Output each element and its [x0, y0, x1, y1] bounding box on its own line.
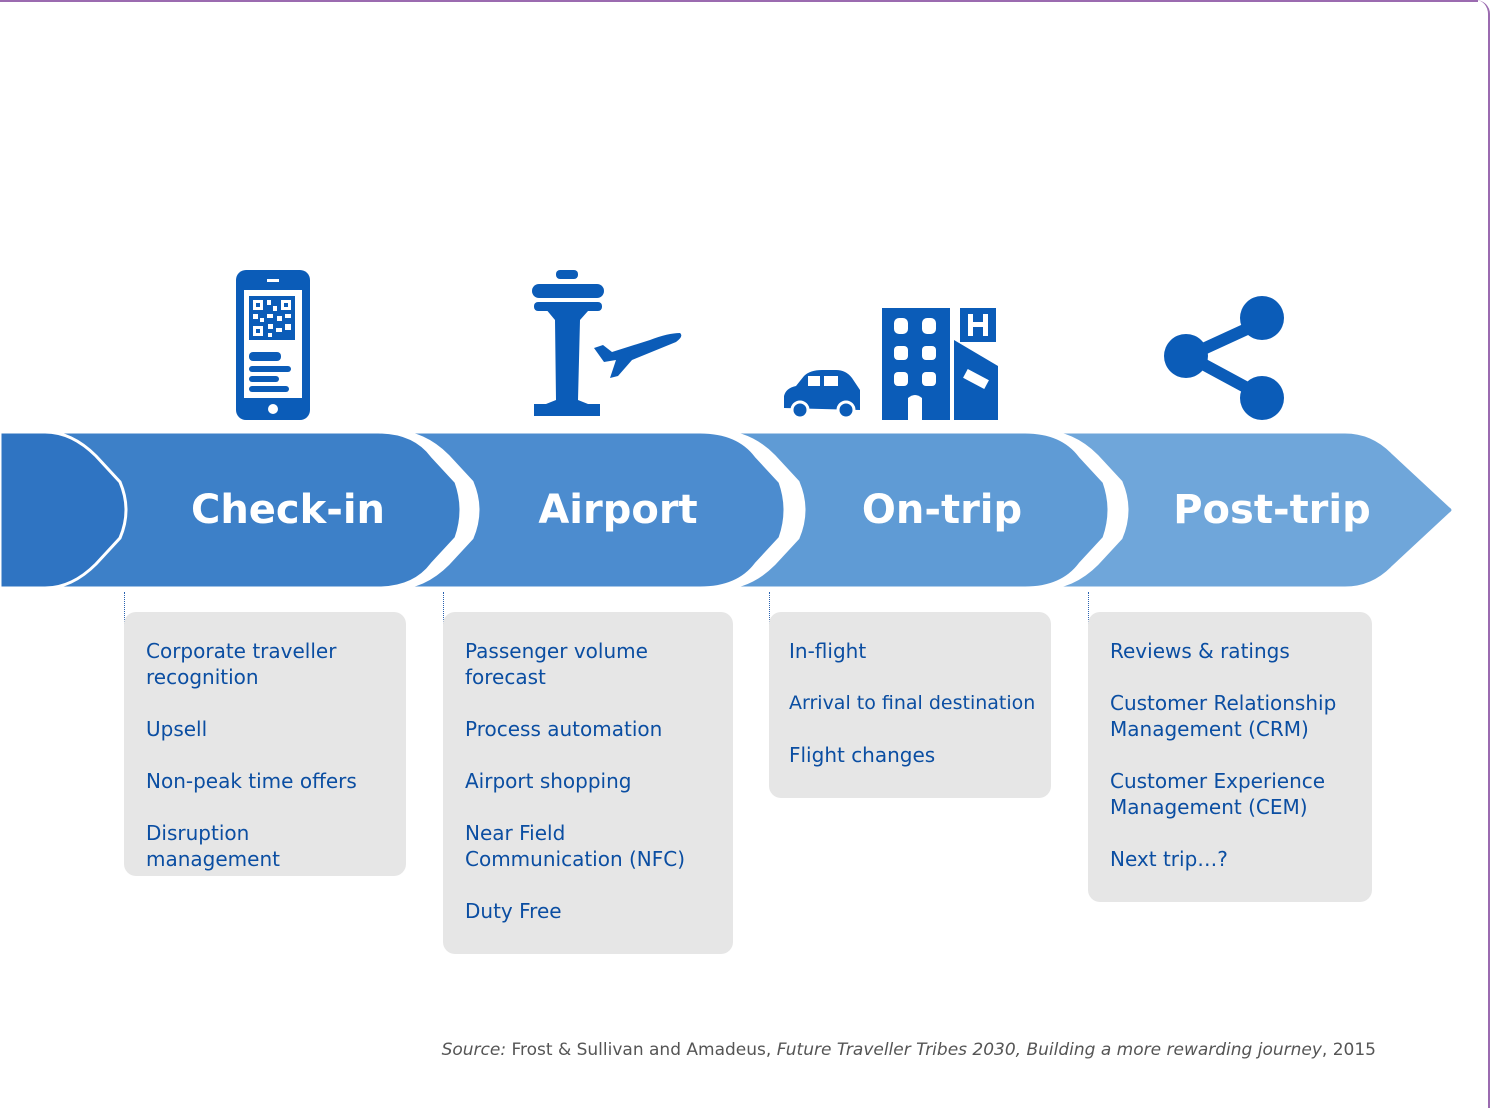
source-title: Future Traveller Tribes 2030, Building a…: [776, 1040, 1322, 1060]
list-item: Customer Relationship Management (CRM): [1110, 691, 1337, 741]
list-item: Reviews & ratings: [1110, 639, 1290, 663]
chevron-checkin: [44, 430, 463, 590]
ontrip-details-box: In-flight Arrival to final destination F…: [769, 612, 1051, 798]
chevron-band: [0, 430, 1455, 590]
source-prefix: Source:: [441, 1040, 507, 1060]
chevron-ontrip: [719, 430, 1111, 590]
stage-label-airport: Airport: [538, 487, 698, 533]
frame-top-border: [0, 0, 1478, 2]
list-item: Flight changes: [789, 743, 936, 767]
stage-label-posttrip: Post-trip: [1173, 487, 1371, 533]
posttrip-details-box: Reviews & ratings Customer Relationship …: [1088, 612, 1372, 902]
stage-label-ontrip: On-trip: [861, 487, 1023, 533]
share-icon: [1164, 296, 1284, 420]
list-item: Non-peak time offers: [146, 769, 357, 793]
chevron-airport: [394, 430, 787, 590]
control-tower-plane-icon: [532, 270, 682, 416]
list-item: Disruption management: [146, 821, 280, 871]
car-hotel-icon: [784, 308, 998, 420]
list-item: Duty Free: [465, 899, 562, 923]
source-year: , 2015: [1321, 1040, 1376, 1060]
list-item: Arrival to final destination: [789, 692, 1036, 714]
checkin-details-box: Corporate traveller recognition Upsell N…: [124, 612, 406, 876]
list-item: Upsell: [146, 717, 208, 741]
list-item: Airport shopping: [465, 769, 632, 793]
chevron-posttrip: [1042, 430, 1455, 590]
list-item: In-flight: [789, 639, 867, 663]
source-citation: Source: Frost & Sullivan and Amadeus, Fu…: [416, 1040, 1376, 1060]
list-item: Process automation: [465, 717, 663, 741]
stage-label-checkin: Check-in: [190, 487, 386, 533]
list-item: Corporate traveller recognition: [146, 639, 337, 689]
list-item: Near Field Communication (NFC): [465, 821, 686, 871]
source-authors: Frost & Sullivan and Amadeus,: [506, 1040, 777, 1060]
airport-details-box: Passenger volume forecast Process automa…: [443, 612, 733, 954]
list-item: Passenger volume forecast: [465, 639, 648, 689]
smartphone-qr-icon: [236, 270, 310, 420]
list-item: Customer Experience Management (CEM): [1110, 769, 1326, 819]
list-item: Next trip…?: [1110, 847, 1228, 871]
